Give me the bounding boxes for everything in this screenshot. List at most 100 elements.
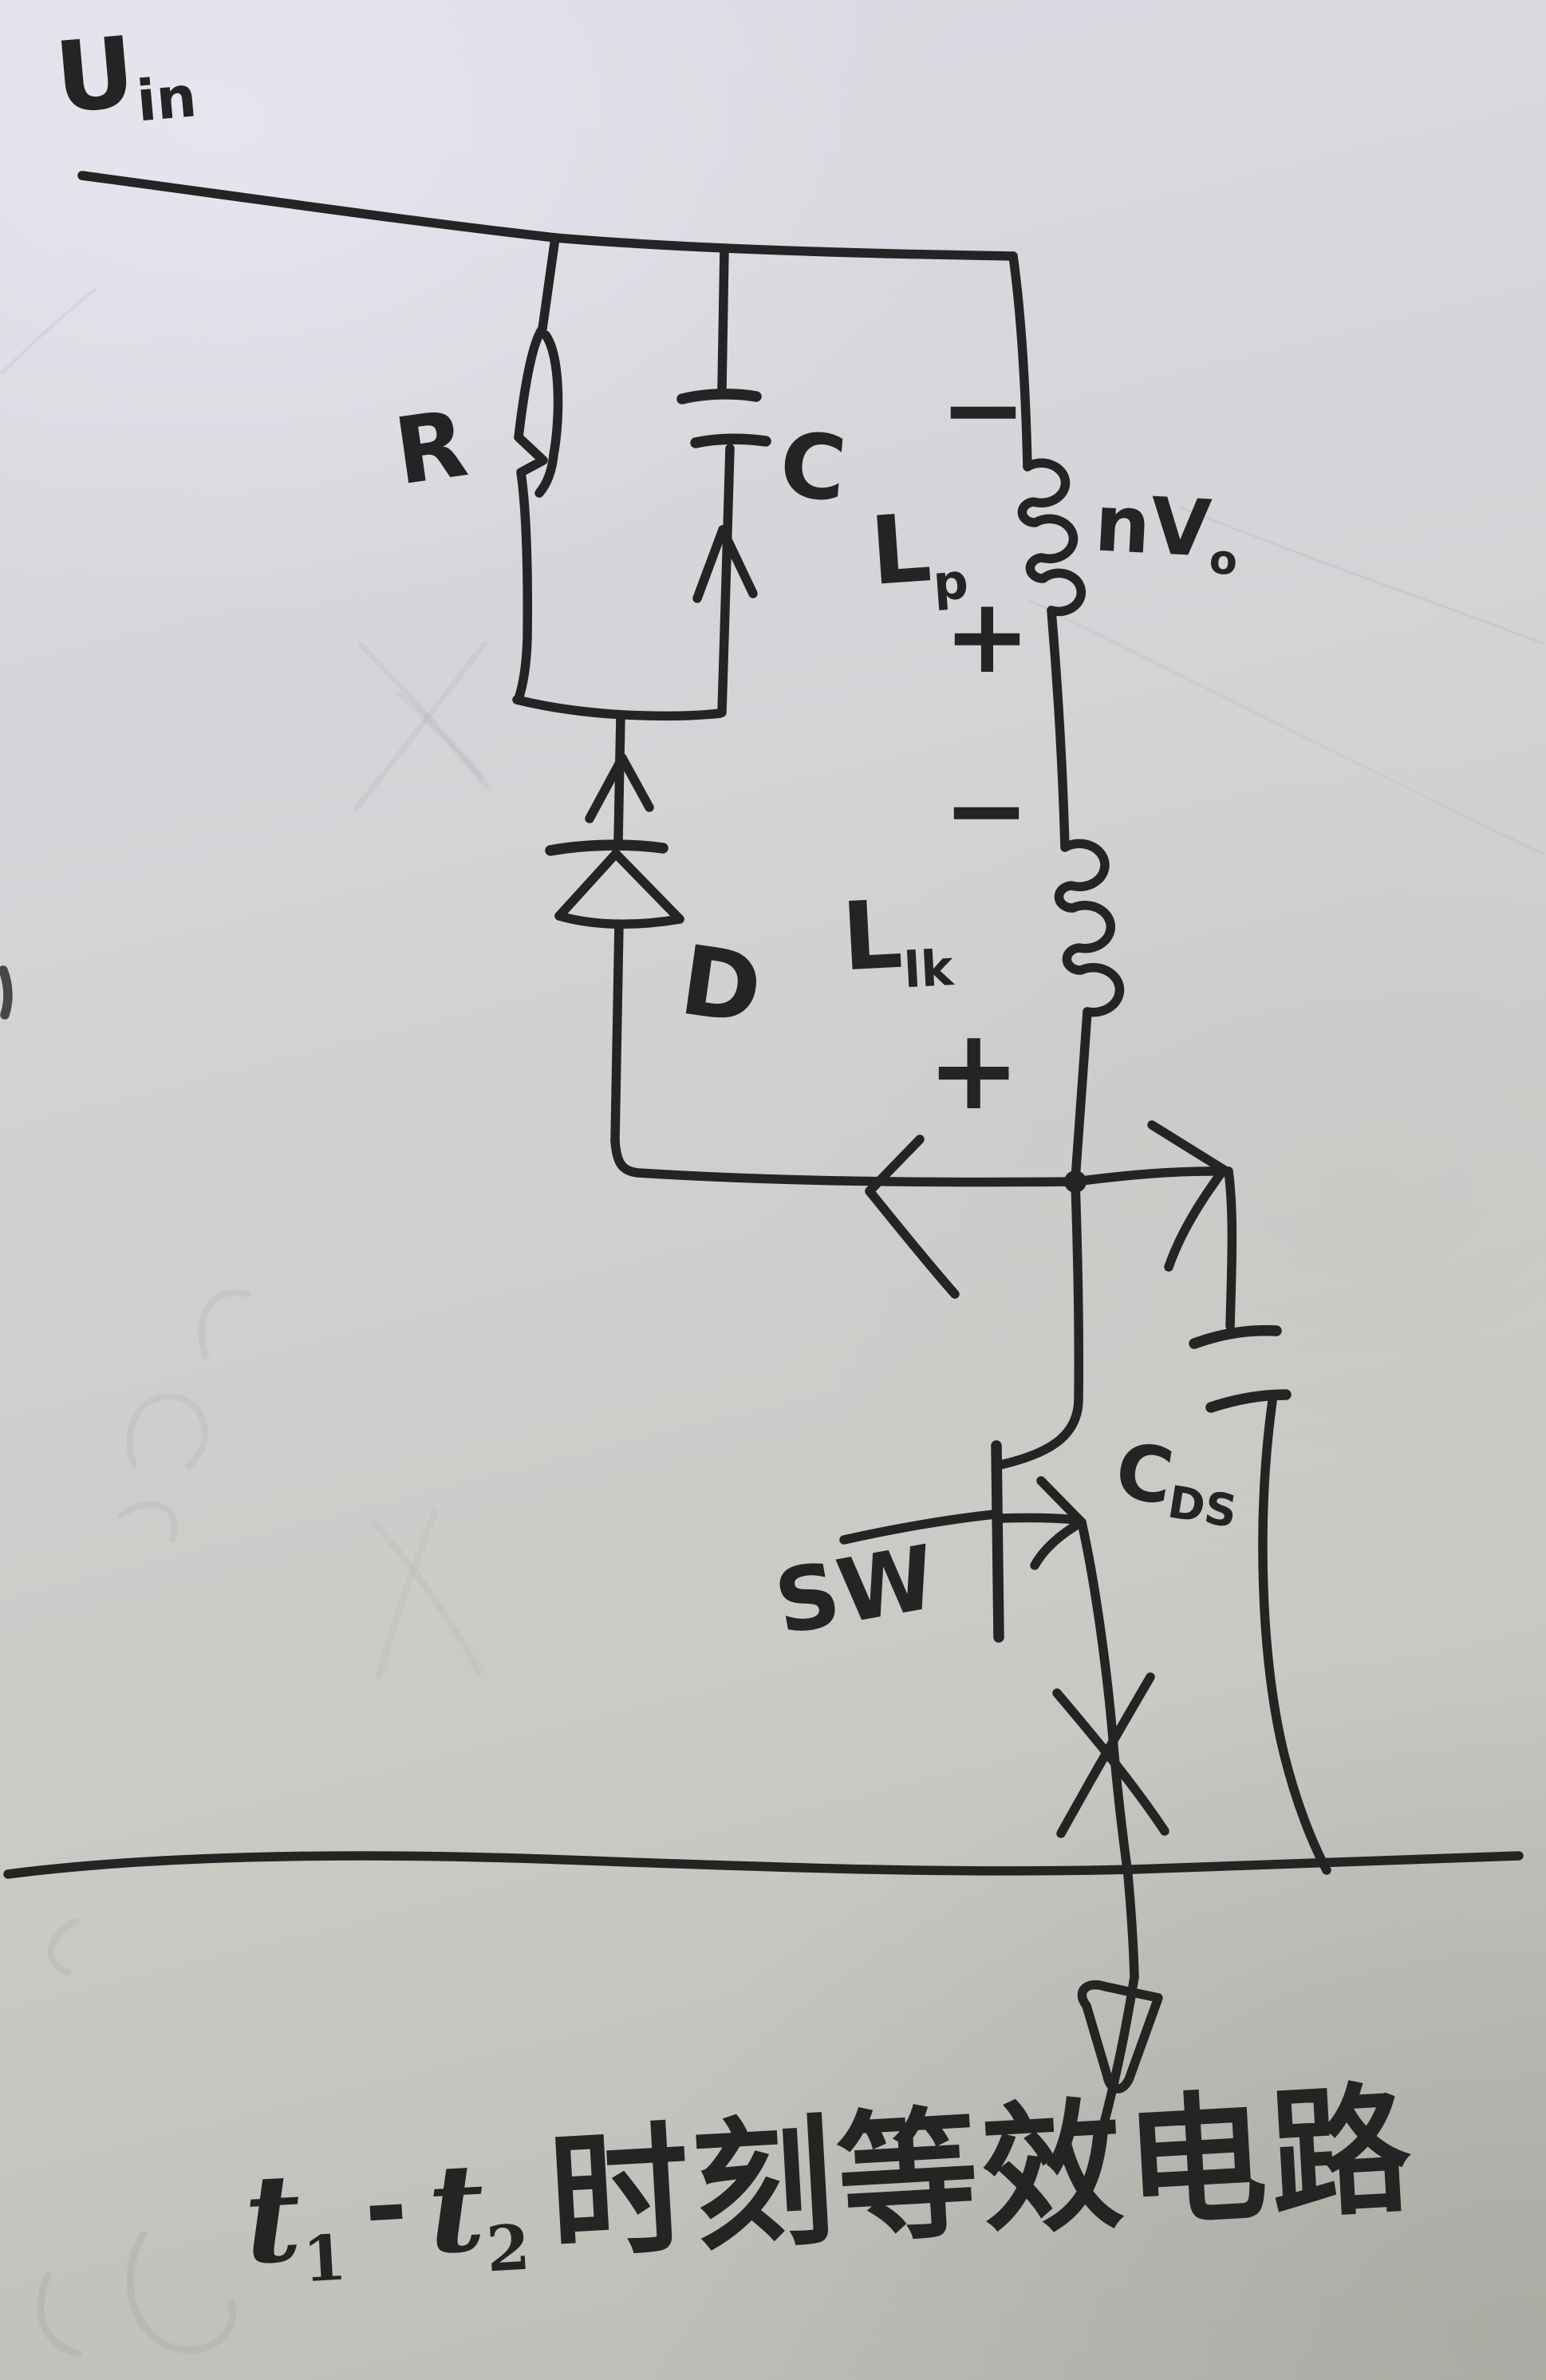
mid-wire-left (610, 1136, 1080, 1187)
caption-t2: t2 (424, 2133, 532, 2287)
nvo-label: nVo (1092, 478, 1240, 586)
diode-cathode-bar (545, 839, 668, 856)
mid-current-arrow-right-barb (1164, 1165, 1229, 1272)
ground-current-arrow-stem (1096, 1972, 1139, 2140)
ground-rail (3, 1851, 1524, 2140)
plus-sign: + (944, 575, 1031, 697)
switch-off-x-mark (1056, 1672, 1155, 1838)
between-coils-lead (1047, 606, 1070, 852)
capacitor-current-arrow-barb (692, 525, 728, 603)
nvo-main: nV (1092, 478, 1213, 575)
resistor-zigzag-stroke2 (534, 330, 563, 498)
input-rail (77, 171, 1018, 261)
mid-current-arrow-left-barb (865, 1135, 925, 1196)
lp-minus-polarity: − (940, 357, 1027, 461)
pencil-smudge (375, 1508, 439, 1679)
cds-bottom-lead (1258, 1396, 1331, 1875)
mosfet-channel-bar (991, 1440, 1004, 1643)
diode-triangle-right (611, 849, 684, 924)
top-rail-wire (77, 171, 1018, 261)
mosfet-source-lead (995, 1513, 1082, 1525)
nvo-sub: o (1208, 536, 1239, 586)
pencil-smudge (357, 641, 485, 780)
capacitor-plate-bottom (690, 433, 771, 448)
pencil-smudge (371, 1520, 483, 1675)
switch-label: SW (767, 1526, 943, 1655)
diode-branch (545, 711, 684, 1146)
pencil-smudge (396, 691, 490, 789)
rc-bottom-join-wire (512, 695, 725, 721)
resistor-zigzag (514, 233, 560, 704)
llk-label: Llk (839, 879, 955, 1000)
diode-triangle-left (554, 849, 621, 921)
snubber-capacitor (676, 244, 771, 717)
lp-plus-polarity: + (944, 584, 1031, 688)
llk-bottom-lead (1071, 1007, 1092, 1184)
pencil-smudge (37, 2271, 82, 2358)
caption-t1: t1 (240, 2143, 349, 2296)
diode-current-arrow-barb (617, 753, 654, 812)
capacitor-plate-top (676, 389, 762, 405)
lp-main: L (866, 492, 935, 607)
cds-capacitor (1189, 1166, 1331, 1875)
mosfet-source-arrow-barb (1030, 1518, 1087, 1570)
caption-t1-main: t (240, 2145, 305, 2292)
uin-sub: in (134, 63, 199, 135)
pencil-smudge (126, 1393, 208, 1470)
diode-label: D (674, 926, 768, 1047)
resistor-letter: R (388, 390, 474, 507)
switch-off-x-mark (1052, 1688, 1169, 1836)
cds-sub: DS (1164, 1476, 1240, 1539)
mosfet-switch (839, 1178, 1169, 1982)
minus-sign: − (943, 749, 1030, 870)
plus-sign: + (927, 1005, 1021, 1135)
cds-plate-top (1189, 1324, 1282, 1349)
mid-wire-right (1071, 1166, 1233, 1186)
cds-top-lead (1224, 1166, 1237, 1331)
pencil-smudges (0, 289, 1544, 2358)
caption-dash: - (361, 2145, 411, 2269)
mosfet-source-arrow-barb (1036, 1476, 1087, 1527)
cds-plate-bottom (1205, 1389, 1292, 1413)
paper-crease (1027, 598, 1544, 855)
ink-smudge-left-edge (0, 965, 13, 1020)
diode-bottom-lead (610, 919, 624, 1146)
capacitor-top-lead (717, 244, 729, 394)
llk-inductor-coil (1054, 839, 1125, 1017)
pencil-smudge (0, 289, 96, 375)
minus-sign: − (940, 349, 1027, 470)
llk-minus-polarity: − (943, 758, 1030, 862)
llk-plus-polarity: + (927, 1015, 1020, 1127)
ground-wire (3, 1851, 1524, 1879)
caption-t2-sub: 2 (484, 2211, 532, 2287)
caption-t1-sub: 1 (301, 2221, 349, 2297)
uin-label: Uin (50, 15, 199, 137)
capacitor-current-arrow-barb (718, 525, 758, 598)
mid-current-arrow-left-barb (865, 1186, 960, 1299)
diode-current-arrow-barb (585, 753, 627, 823)
paper-crease (1179, 506, 1544, 645)
pencil-smudge (116, 1501, 178, 1543)
pencil-smudge (126, 2230, 236, 2354)
caption-t2-main: t (424, 2135, 488, 2282)
pencil-smudge (353, 640, 488, 812)
pencil-smudge (198, 1289, 250, 1360)
transformer-branch (1008, 251, 1125, 1184)
capacitor-letter: C (775, 412, 850, 523)
lp-top-lead (1008, 251, 1032, 472)
pencil-smudge (47, 1917, 80, 1976)
resistor-branch (514, 233, 563, 704)
lp-inductor-coil (1017, 458, 1087, 617)
capacitor-bottom-lead (717, 444, 735, 717)
uin-main: U (50, 15, 140, 136)
mosfet-gate-lead (839, 1510, 1000, 1545)
mosfet-drain-lead (996, 1178, 1084, 1470)
llk-main: L (839, 878, 905, 993)
mosfet-source-wire (1077, 1518, 1139, 1982)
diode-top-lead (613, 711, 625, 847)
resistor-label: R (388, 390, 473, 506)
mid-current-arrow-right-barb (1147, 1120, 1229, 1174)
diode-letter: D (673, 925, 768, 1047)
